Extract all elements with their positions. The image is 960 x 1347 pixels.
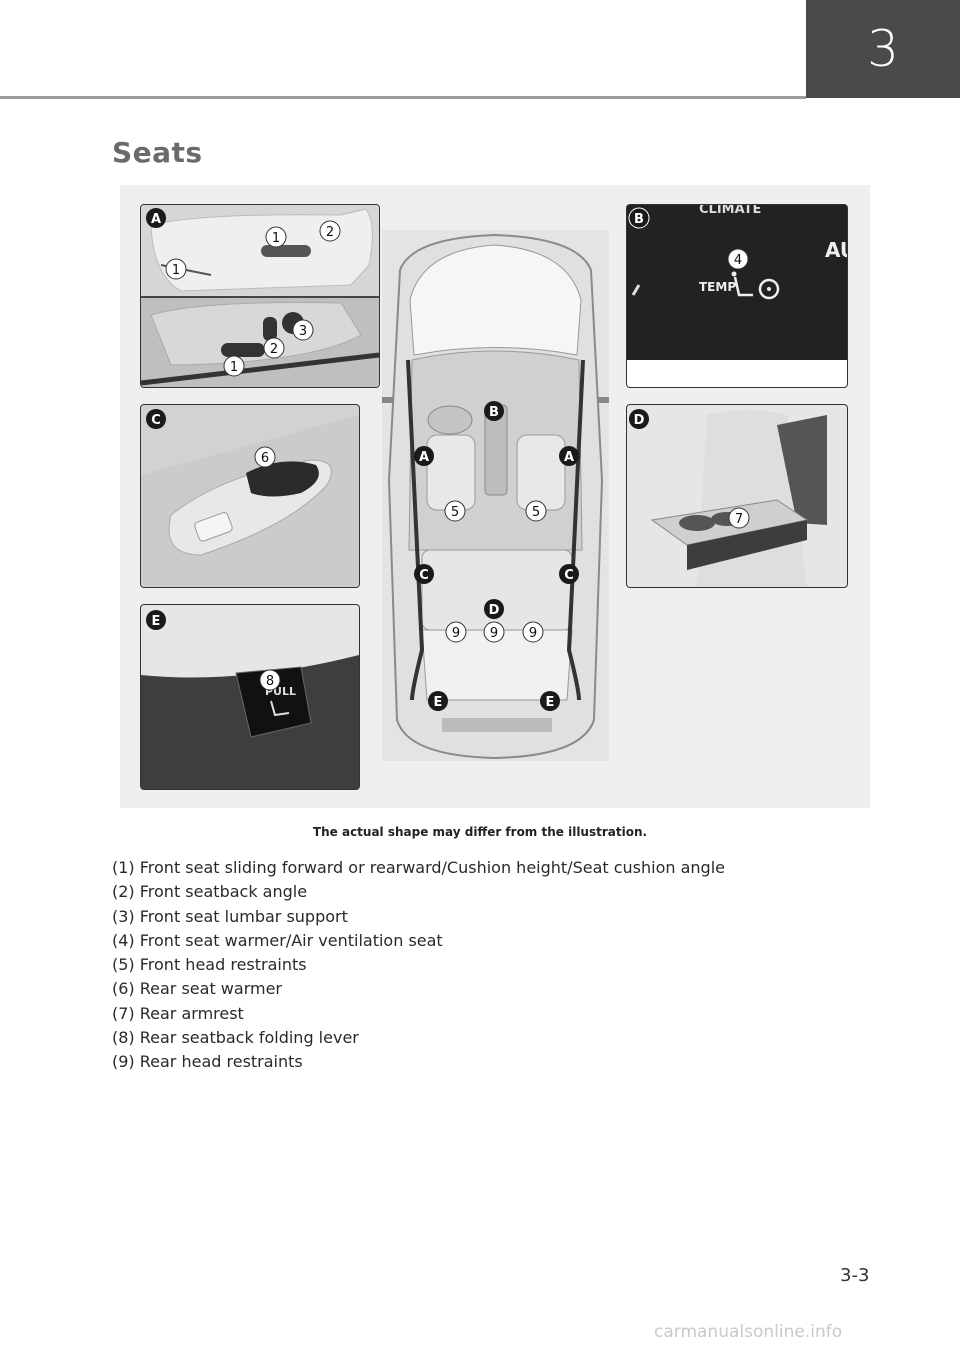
climate-label: CLIMATE [699, 205, 761, 217]
legend-item: (7) Rear armrest [112, 1003, 244, 1023]
rear-warmer-drawing [141, 415, 359, 587]
callout-4: 4 [727, 248, 749, 270]
marker-letter-e-panel: E [146, 610, 166, 630]
legend-item: (6) Rear seat warmer [112, 979, 282, 999]
callout-2-lower: 2 [263, 337, 285, 359]
callout-layer: A B C D E B A A [146, 207, 750, 711]
svg-text:1: 1 [230, 360, 238, 375]
seats-illustration: CLIMATE AU TEMP [120, 185, 870, 808]
callout-9-left: 9 [445, 621, 467, 643]
callout-5-left: 5 [444, 500, 466, 522]
car-marker-b: B [484, 401, 504, 421]
figure-caption: The actual shape may differ from the ill… [312, 825, 648, 839]
svg-text:2: 2 [270, 342, 278, 357]
svg-text:D: D [489, 603, 500, 618]
legend-item: (1) Front seat sliding forward or rearwa… [112, 858, 725, 877]
svg-text:4: 4 [734, 253, 742, 268]
chapter-tab: 3 [806, 0, 960, 98]
panel-c-rear-seat-warmer [140, 404, 360, 588]
svg-text:C: C [419, 568, 429, 583]
svg-text:1: 1 [272, 231, 280, 246]
seat-warmer-icon [731, 271, 753, 297]
auto-label: AU [825, 238, 847, 262]
callout-9-center: 9 [483, 621, 505, 643]
climate-control-drawing: CLIMATE AU TEMP [627, 205, 847, 387]
callout-6: 6 [254, 446, 276, 468]
callout-1-left: 1 [165, 258, 187, 280]
car-marker-c-left: C [414, 564, 434, 584]
legend-item: (8) Rear seatback folding lever [112, 1028, 359, 1048]
rear-armrest-drawing [650, 410, 827, 587]
svg-text:3: 3 [299, 324, 307, 339]
svg-text:5: 5 [451, 505, 459, 520]
callout-3-lower: 3 [292, 319, 314, 341]
svg-text:7: 7 [735, 512, 743, 527]
callout-5-right: 5 [525, 500, 547, 522]
svg-text:5: 5 [532, 505, 540, 520]
car-marker-a-right: A [559, 446, 579, 466]
panel-b-climate-control: CLIMATE AU TEMP [626, 204, 848, 388]
panel-d-rear-armrest [626, 404, 848, 588]
seat-controls-drawing [141, 205, 379, 387]
legend-item: (3) Front seat lumbar support [112, 906, 348, 926]
header-rule [0, 96, 806, 99]
car-marker-e-left: E [428, 691, 448, 711]
heated-steering-wheel-icon [758, 278, 780, 300]
folding-lever-drawing: PULL [141, 605, 359, 789]
car-marker-c-right: C [559, 564, 579, 584]
page-number: 3-3 [840, 1265, 870, 1286]
svg-text:8: 8 [266, 674, 274, 689]
callout-1-lower: 1 [223, 355, 245, 377]
callout-1-top: 1 [265, 226, 287, 248]
svg-text:9: 9 [452, 626, 460, 641]
svg-text:D: D [634, 413, 645, 428]
callout-8: 8 [259, 669, 281, 691]
legend-item: (4) Front seat warmer/Air ventilation se… [112, 930, 443, 950]
marker-letter-d-panel: D [629, 409, 649, 429]
temp-label: TEMP [699, 280, 736, 294]
car-top-view [382, 230, 609, 761]
panel-a-seat-controls [140, 204, 380, 388]
svg-text:6: 6 [261, 451, 269, 466]
car-marker-a-left: A [414, 446, 434, 466]
svg-text:E: E [546, 695, 555, 710]
callout-2-top: 2 [319, 220, 341, 242]
svg-text:C: C [151, 413, 161, 428]
svg-text:9: 9 [529, 626, 537, 641]
svg-text:C: C [564, 568, 574, 583]
svg-text:E: E [434, 695, 443, 710]
svg-text:1: 1 [172, 263, 180, 278]
svg-text:A: A [564, 450, 574, 465]
legend-list: (1) Front seat sliding forward or rearwa… [112, 856, 725, 1075]
car-marker-d: D [484, 599, 504, 619]
callout-7: 7 [728, 507, 750, 529]
panel-e-folding-lever: PULL [140, 604, 360, 790]
legend-item: (2) Front seatback angle [112, 882, 308, 902]
svg-text:9: 9 [490, 626, 498, 641]
marker-letter-a-panel: A [146, 208, 166, 228]
callout-9-right: 9 [522, 621, 544, 643]
car-marker-e-right: E [540, 691, 560, 711]
legend-item: (9) Rear head restraints [112, 1052, 303, 1072]
svg-text:2: 2 [326, 225, 334, 240]
watermark: carmanualsonline.info [654, 1322, 843, 1342]
svg-text:A: A [419, 450, 429, 465]
svg-text:A: A [151, 212, 161, 227]
svg-text:B: B [634, 212, 644, 227]
page-title: Seats [112, 136, 203, 169]
chapter-number: 3 [867, 20, 899, 78]
legend-item: (5) Front head restraints [112, 955, 307, 975]
marker-letter-b-panel: B [628, 207, 650, 229]
marker-letter-c-panel: C [146, 409, 166, 429]
svg-text:B: B [489, 405, 499, 420]
svg-text:E: E [152, 614, 161, 629]
